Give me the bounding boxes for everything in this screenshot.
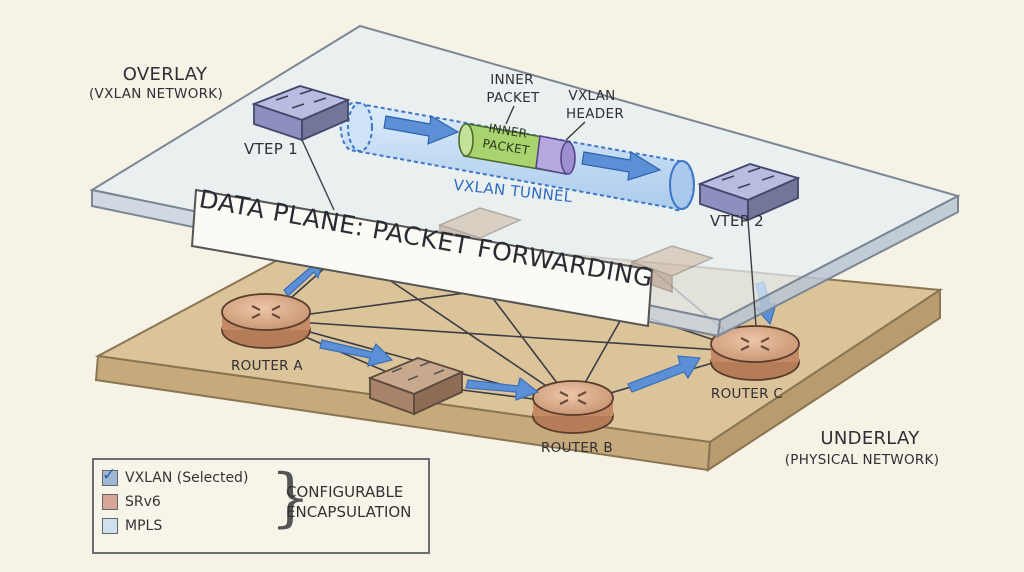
legend-item-srv6[interactable]: SRv6 [102,492,161,512]
overlay-label: OVERLAY [122,64,208,85]
legend-item-mpls[interactable]: MPLS [102,516,162,536]
vtep2-label: VTEP 2 [709,212,765,230]
router-b-label: ROUTER B [541,440,613,456]
color-swatch-icon[interactable] [102,518,118,534]
tunnel-flow-arrows [383,115,662,181]
vtep1-switch [251,85,351,142]
legend-item-vxlan[interactable]: ✓ VXLAN (Selected) [102,465,249,488]
check-icon: ✓ [102,465,117,485]
router-a-label: ROUTER A [231,358,303,374]
vxlan-header-label-top: VXLAN [568,88,616,104]
encapsulated-packet [458,123,576,175]
encapsulation-legend: ✓ VXLAN (Selected) SRv6 MPLS } CONFIGURA… [92,458,430,554]
encapsulation-line-1: CONFIGURABLE [286,483,404,501]
title-banner [190,188,654,328]
underlay-sub-label: (PHYSICAL NETWORK) [784,452,940,468]
legend-label: SRv6 [125,494,161,510]
router-c-label: ROUTER C [710,386,784,402]
callout-lines [505,105,586,141]
underlay-switch [367,357,465,416]
inner-packet-label-bottom: PACKET [486,90,540,106]
legend-label: MPLS [125,518,163,534]
vtep-drop-lines [301,139,757,327]
vtep1-label: VTEP 1 [243,140,299,158]
router-b [532,380,614,434]
color-swatch-icon[interactable] [102,494,118,510]
router-c [710,325,800,381]
encapsulation-line-2: ENCAPSULATION [286,503,412,521]
legend-label: VXLAN (Selected) [125,470,249,486]
vtep2-switch [697,163,801,222]
vxlan-header-label-bottom: HEADER [565,106,625,122]
underlay-label: UNDERLAY [820,428,920,449]
brace-icon: } [270,461,311,535]
checkbox-icon[interactable]: ✓ [102,465,118,486]
inner-packet-label-top: INNER [490,72,534,88]
overlay-sub-label: (VXLAN NETWORK) [88,86,224,102]
router-a [221,293,311,349]
encapsulation-note: CONFIGURABLE ENCAPSULATION [286,482,411,522]
